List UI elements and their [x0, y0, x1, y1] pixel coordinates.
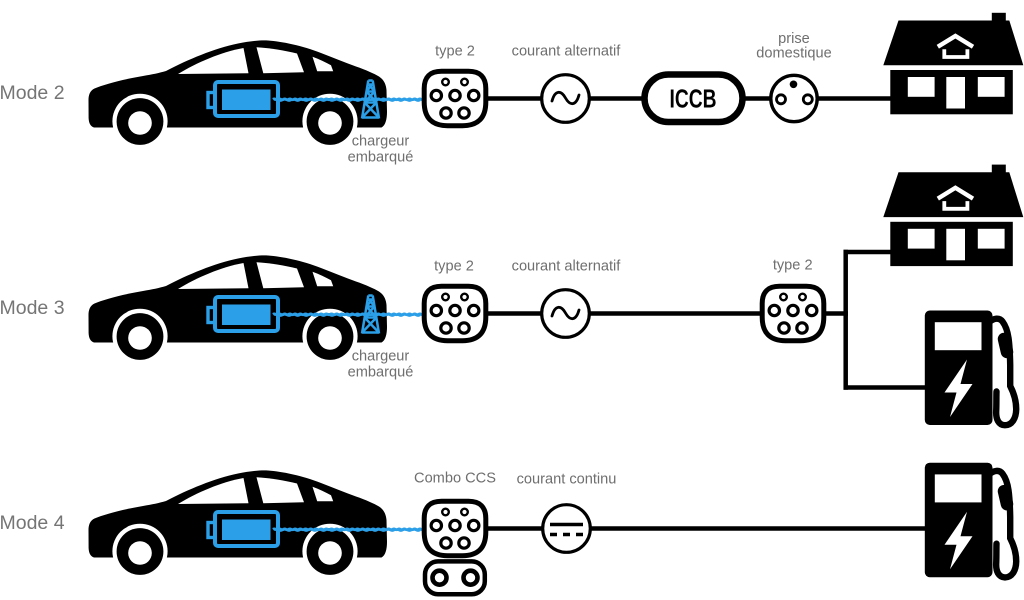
- svg-text:Mode 2: Mode 2: [0, 82, 65, 104]
- svg-text:courant continu: courant continu: [517, 472, 617, 488]
- svg-text:domestique: domestique: [756, 46, 831, 62]
- svg-text:embarqué: embarqué: [348, 365, 414, 381]
- svg-text:type 2: type 2: [434, 259, 474, 275]
- svg-text:embarqué: embarqué: [348, 150, 414, 166]
- svg-text:courant alternatif: courant alternatif: [512, 259, 622, 275]
- svg-text:chargeur: chargeur: [352, 349, 410, 365]
- svg-text:prise: prise: [778, 31, 810, 47]
- svg-text:type 2: type 2: [773, 258, 813, 274]
- svg-text:ICCB: ICCB: [670, 86, 717, 114]
- svg-text:Mode 3: Mode 3: [0, 297, 65, 319]
- svg-text:chargeur: chargeur: [352, 134, 410, 150]
- svg-text:type 2: type 2: [435, 44, 475, 60]
- svg-text:Mode 4: Mode 4: [0, 512, 65, 534]
- svg-text:Combo CCS: Combo CCS: [414, 471, 496, 487]
- svg-text:courant alternatif: courant alternatif: [512, 44, 622, 60]
